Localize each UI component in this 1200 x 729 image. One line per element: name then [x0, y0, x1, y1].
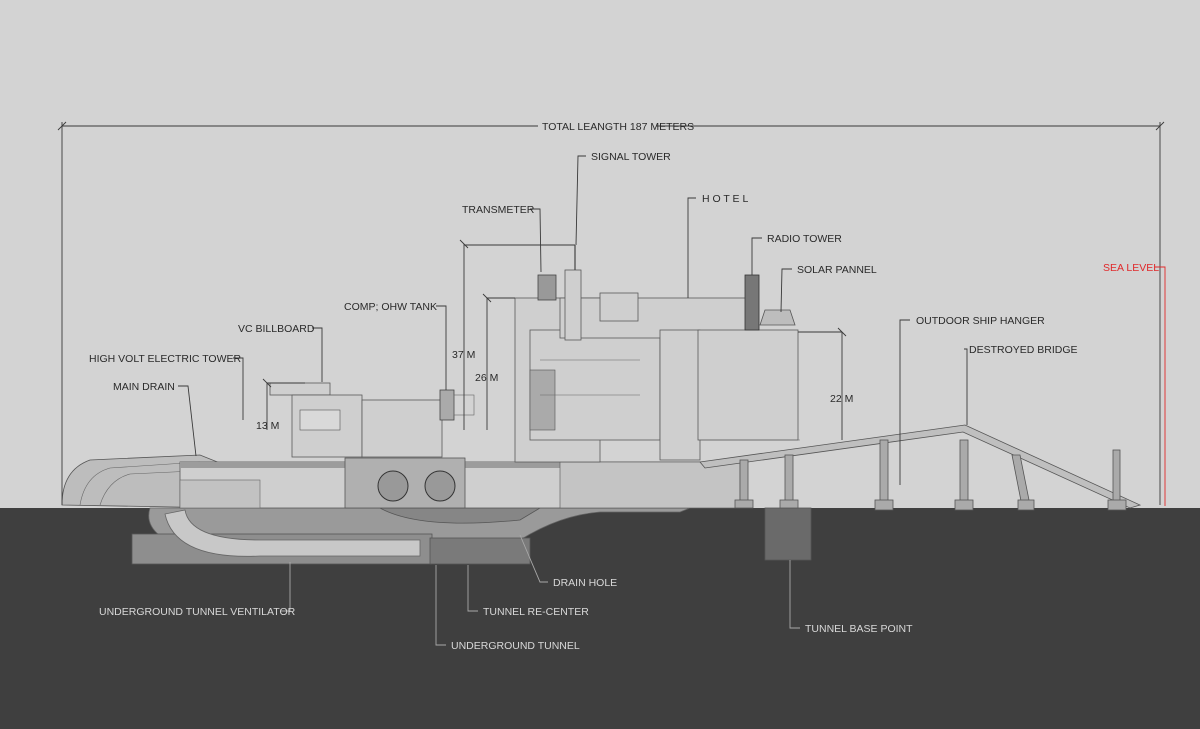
total-length-dimension: TOTAL LEANGTH 187 METERS: [57, 121, 1165, 505]
callout-high-volt-tower: HIGH VOLT ELECTRIC TOWER: [89, 353, 244, 420]
solar-pannel: [759, 309, 796, 326]
hotel-core: [659, 329, 701, 461]
callout-vc-billboard: VC BILLBOARD: [238, 323, 323, 382]
tunnel-base-point-label: TUNNEL BASE POINT: [805, 623, 913, 635]
tunnel-base-block: [764, 507, 812, 561]
stair-block: [529, 369, 556, 431]
dimension-26m-label: 26 M: [475, 372, 498, 384]
main-drain-detail: [79, 461, 201, 506]
main-drain-label: MAIN DRAIN: [113, 381, 175, 393]
fan-left: [377, 470, 409, 502]
tunnel-re-center-label: TUNNEL RE-CENTER: [483, 606, 589, 618]
dimension-13m-label: 13 M: [256, 420, 279, 432]
destroyed-bridge-label: DESTROYED BRIDGE: [969, 344, 1078, 356]
radio-tower-label: RADIO TOWER: [767, 233, 842, 245]
destroyed-bridge: [699, 424, 1142, 509]
callout-hotel: H O T E L: [687, 193, 748, 298]
dimension-22m: 22 M: [798, 327, 853, 440]
transmeter-label: TRANSMETER: [462, 204, 535, 216]
main-drain-detail: [99, 469, 216, 506]
callout-comp-ohw-tank: COMP; OHW TANK: [344, 301, 447, 390]
callout-sea-level: SEA LEVEL: [1103, 262, 1166, 506]
dimension-22m-label: 22 M: [830, 393, 853, 405]
underground-tunnel-ventilator-label: UNDERGROUND TUNNEL VENTILATOR: [99, 606, 296, 618]
high-volt-tower-label: HIGH VOLT ELECTRIC TOWER: [89, 353, 241, 365]
outdoor-ship-hanger-label: OUTDOOR SHIP HANGER: [916, 315, 1045, 327]
transmeter: [537, 274, 557, 301]
callout-tunnel-base-point: TUNNEL BASE POINT: [789, 560, 913, 635]
bridge-piers: [734, 439, 1127, 511]
left-building-window: [299, 409, 341, 431]
hotel-label: H O T E L: [702, 193, 748, 205]
comp-ohw-tank-label: COMP; OHW TANK: [344, 301, 437, 313]
dimension-37m: 37 M: [452, 239, 575, 430]
callout-outdoor-ship-hanger: OUTDOOR SHIP HANGER: [899, 315, 1045, 485]
callout-destroyed-bridge: DESTROYED BRIDGE: [964, 344, 1078, 425]
platform-block-left: [179, 479, 261, 509]
solar-pannel-label: SOLAR PANNEL: [797, 264, 877, 276]
callout-underground-tunnel-ventilator: UNDERGROUND TUNNEL VENTILATOR: [99, 562, 296, 618]
dimension-13m: 13 M: [256, 378, 305, 432]
callout-drain-hole: DRAIN HOLE: [519, 534, 617, 589]
dimension-26m: 26 M: [475, 293, 515, 430]
vc-billboard-label: VC BILLBOARD: [238, 323, 315, 335]
callout-main-drain: MAIN DRAIN: [113, 381, 197, 457]
total-length-label: TOTAL LEANGTH 187 METERS: [542, 121, 694, 133]
callout-signal-tower: SIGNAL TOWER: [575, 151, 671, 246]
callout-radio-tower: RADIO TOWER: [751, 233, 842, 275]
callout-underground-tunnel: UNDERGROUND TUNNEL: [435, 565, 580, 652]
vc-billboard: [269, 382, 331, 396]
ohw-tank: [439, 389, 455, 421]
platform-block-right: [559, 461, 741, 509]
signal-tower: [564, 269, 582, 341]
dimension-37m-label: 37 M: [452, 349, 475, 361]
callout-tunnel-re-center: TUNNEL RE-CENTER: [467, 565, 589, 618]
callout-transmeter: TRANSMETER: [462, 204, 542, 273]
callout-solar-pannel: SOLAR PANNEL: [780, 264, 877, 313]
tower-22m: [697, 329, 799, 441]
left-building-annex: [361, 399, 443, 458]
underground-tunnel-label: UNDERGROUND TUNNEL: [451, 640, 580, 652]
sea-level-label: SEA LEVEL: [1103, 262, 1159, 274]
fan-right: [424, 470, 456, 502]
drain-hole-label: DRAIN HOLE: [553, 577, 617, 589]
signal-tower-label: SIGNAL TOWER: [591, 151, 671, 163]
underground-tunnel: [131, 507, 812, 565]
radio-tower: [744, 274, 760, 331]
rooftop-box: [599, 292, 639, 322]
